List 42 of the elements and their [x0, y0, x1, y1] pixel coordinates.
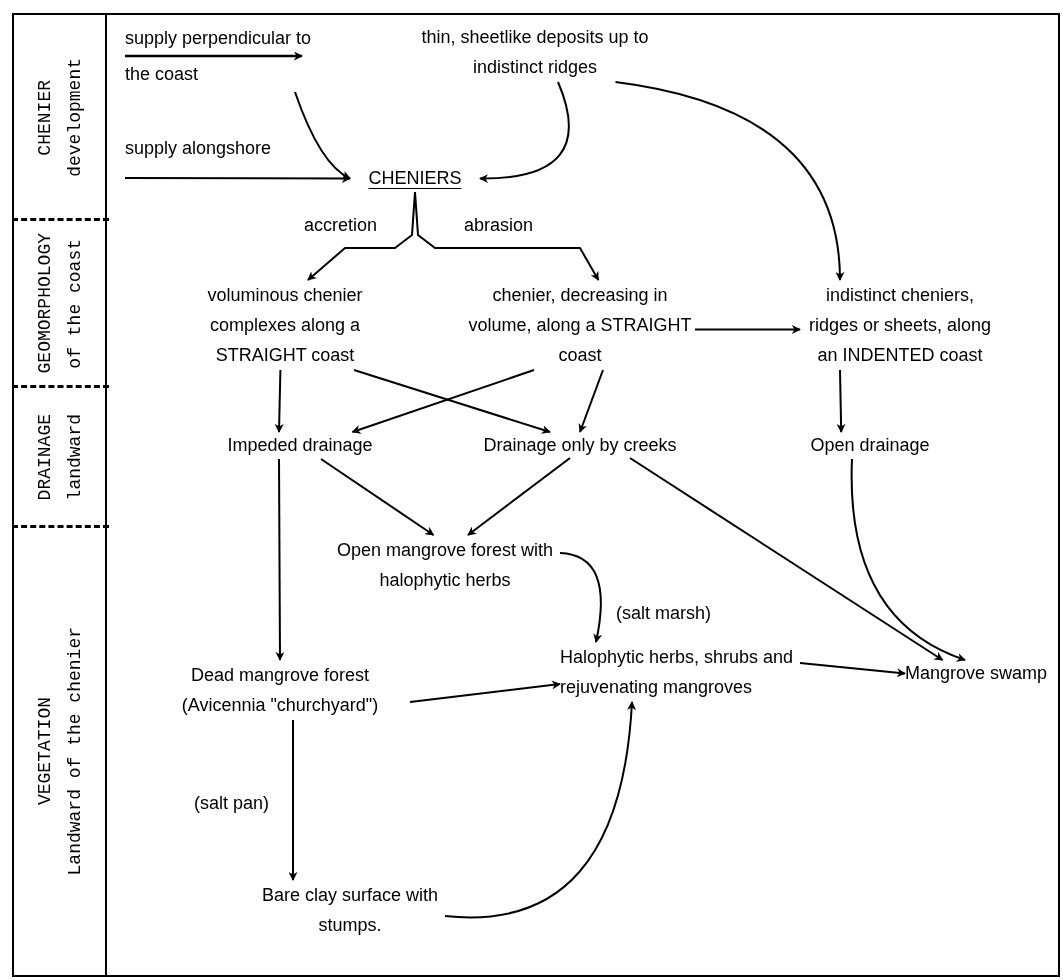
arrow [288, 719, 298, 881]
arrow [479, 81, 570, 183]
arrow [467, 457, 571, 536]
node-text: Dead mangrove forest (Avicennia "churchyard") [150, 660, 410, 720]
arrow [320, 458, 435, 536]
section-heading: GEOMORPHOLOGY [35, 233, 54, 374]
section-heading: VEGETATION [35, 697, 54, 805]
node-text: indistinct cheniers, ridges or sheets, along an INDENTED coast [800, 280, 1000, 370]
arrow [294, 91, 351, 180]
arrow [799, 662, 906, 678]
node-text: Drainage only by creeks [480, 432, 680, 458]
arrow [559, 552, 602, 643]
arrow [629, 457, 944, 661]
node-text: supply perpendicular to the coast [125, 20, 325, 92]
arrow [414, 191, 600, 281]
section-subheading: Landward of the chenier [65, 626, 84, 876]
arrow [850, 458, 966, 662]
node-text: CHENIERS [350, 165, 480, 192]
node-text: thin, sheetlike deposits up to indistinct ridges [420, 22, 650, 82]
arrow [274, 369, 284, 433]
section-subheading: of the coast [65, 238, 84, 369]
arrow [275, 458, 285, 661]
node-text: Open mangrove forest with halophytic herbs [330, 535, 560, 595]
node-text: Halophytic herbs, shrubs and rejuvenating mangroves [560, 642, 800, 702]
arrow [444, 701, 636, 919]
section-heading: CHENIER [35, 79, 54, 156]
arrow [578, 369, 604, 433]
node-text: voluminous chenier complexes along a STRAIGHT coast [170, 280, 400, 370]
section-subheading: development [65, 58, 84, 177]
arrow [694, 325, 801, 334]
node-text: supply alongshore [125, 135, 295, 178]
arrow [409, 680, 561, 703]
section-subheading: landward [65, 413, 84, 501]
node-text: Mangrove swamp [905, 660, 1055, 687]
arrow [614, 81, 845, 281]
node-text: Bare clay surface with stumps. [255, 880, 445, 940]
arrow [836, 369, 846, 433]
node-text: chenier, decreasing in volume, along a STRAIGHT coast [465, 280, 695, 370]
node-text: Open drainage [780, 432, 960, 459]
node-text: Impeded drainage [195, 432, 405, 459]
section-heading: DRAINAGE [35, 413, 54, 501]
arrow [124, 174, 351, 183]
